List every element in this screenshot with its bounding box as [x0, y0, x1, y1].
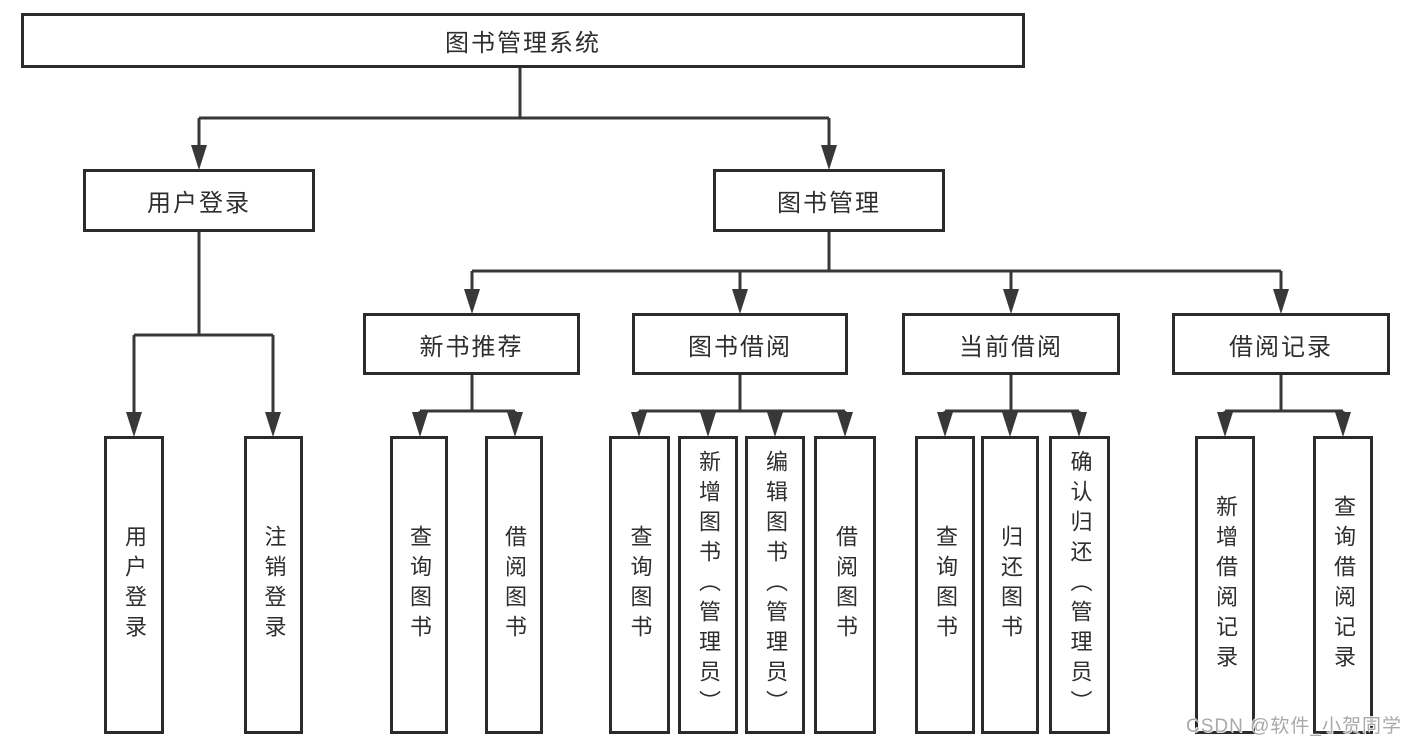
node-book-borrow: 图书借阅	[632, 313, 848, 375]
node-label: 借阅图书	[502, 525, 527, 645]
arrow-icon	[767, 412, 783, 437]
arrow-icon	[821, 145, 837, 170]
leaf-add-books-admin: 新增图书（管理员）	[678, 436, 738, 734]
connector-borrow-record-children	[1223, 375, 1345, 418]
arrow-icon	[837, 412, 853, 437]
leaf-user-login: 用户登录	[104, 436, 164, 734]
arrow-icon	[412, 412, 428, 437]
leaf-borrow-books: 借阅图书	[485, 436, 543, 734]
node-label: 借阅记录	[1229, 333, 1333, 361]
node-label: 编辑图书（管理员）	[763, 450, 788, 720]
leaf-confirm-return-admin: 确认归还（管理员）	[1049, 436, 1110, 734]
node-label: 查询图书	[627, 525, 653, 645]
node-label: 图书借阅	[688, 333, 792, 361]
node-library-system: 图书管理系统	[21, 13, 1025, 68]
node-label: 查询借阅记录	[1331, 495, 1356, 675]
leaf-logout: 注销登录	[244, 436, 303, 734]
arrow-icon	[631, 412, 647, 437]
node-label: 用户登录	[147, 190, 251, 217]
connector-user-login-children	[132, 232, 275, 415]
arrow-icon	[1002, 412, 1018, 437]
node-user-login: 用户登录	[83, 169, 315, 232]
node-label: 归还图书	[998, 525, 1023, 645]
connector-book-management-children	[470, 232, 1283, 292]
connector-root-to-level2	[197, 68, 831, 148]
watermark: CSDN @软件_小贺同学	[1186, 716, 1402, 737]
leaf-query-books: 查询图书	[915, 436, 975, 734]
node-label: 注销登录	[261, 525, 287, 645]
connector-book-borrow-children	[637, 375, 847, 418]
arrow-icon	[191, 145, 207, 170]
node-label: 新增借阅记录	[1213, 495, 1238, 675]
leaf-query-borrow-record: 查询借阅记录	[1313, 436, 1373, 734]
node-current-borrow: 当前借阅	[902, 313, 1120, 375]
node-label: 图书管理系统	[445, 30, 601, 57]
leaf-return-books: 归还图书	[981, 436, 1039, 734]
connector-new-book-children	[418, 375, 517, 418]
arrow-icon	[1335, 412, 1351, 437]
node-new-book-recommend: 新书推荐	[363, 313, 580, 375]
node-label: 新书推荐	[419, 333, 524, 361]
arrow-icon	[464, 289, 480, 314]
arrow-icon	[1217, 412, 1233, 437]
arrow-icon	[1273, 289, 1289, 314]
node-label: 新增图书（管理员）	[696, 450, 721, 720]
arrow-icon	[937, 412, 953, 437]
node-label: 查询图书	[933, 525, 958, 645]
node-book-management: 图书管理	[713, 169, 945, 232]
arrow-icon	[1071, 412, 1087, 437]
arrow-icon	[126, 412, 142, 437]
node-label: 用户登录	[122, 525, 147, 645]
node-label: 确认归还（管理员）	[1067, 450, 1093, 720]
leaf-edit-books-admin: 编辑图书（管理员）	[745, 436, 805, 734]
arrow-icon	[265, 412, 281, 437]
node-label: 图书管理	[777, 190, 881, 217]
node-label: 借阅图书	[833, 525, 858, 645]
node-borrow-records: 借阅记录	[1172, 313, 1390, 375]
arrow-icon	[700, 412, 716, 437]
node-label: 查询图书	[407, 525, 432, 645]
arrow-icon	[1003, 289, 1019, 314]
leaf-add-borrow-record: 新增借阅记录	[1195, 436, 1255, 734]
leaf-query-books: 查询图书	[609, 436, 670, 734]
leaf-query-books: 查询图书	[390, 436, 448, 734]
connector-current-borrow-children	[943, 375, 1081, 418]
arrow-icon	[732, 289, 748, 314]
node-label: 当前借阅	[959, 333, 1063, 361]
leaf-borrow-books: 借阅图书	[814, 436, 876, 734]
arrow-icon	[507, 412, 523, 437]
